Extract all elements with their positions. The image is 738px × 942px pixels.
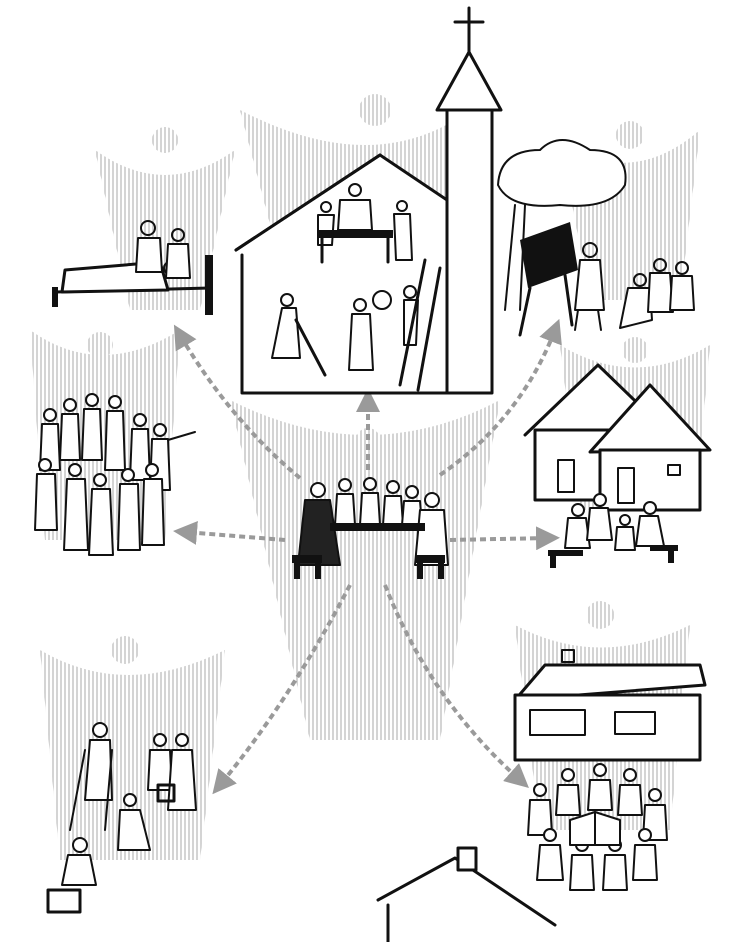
house-roof-icon <box>378 848 555 942</box>
arrow-to-village <box>450 538 548 540</box>
